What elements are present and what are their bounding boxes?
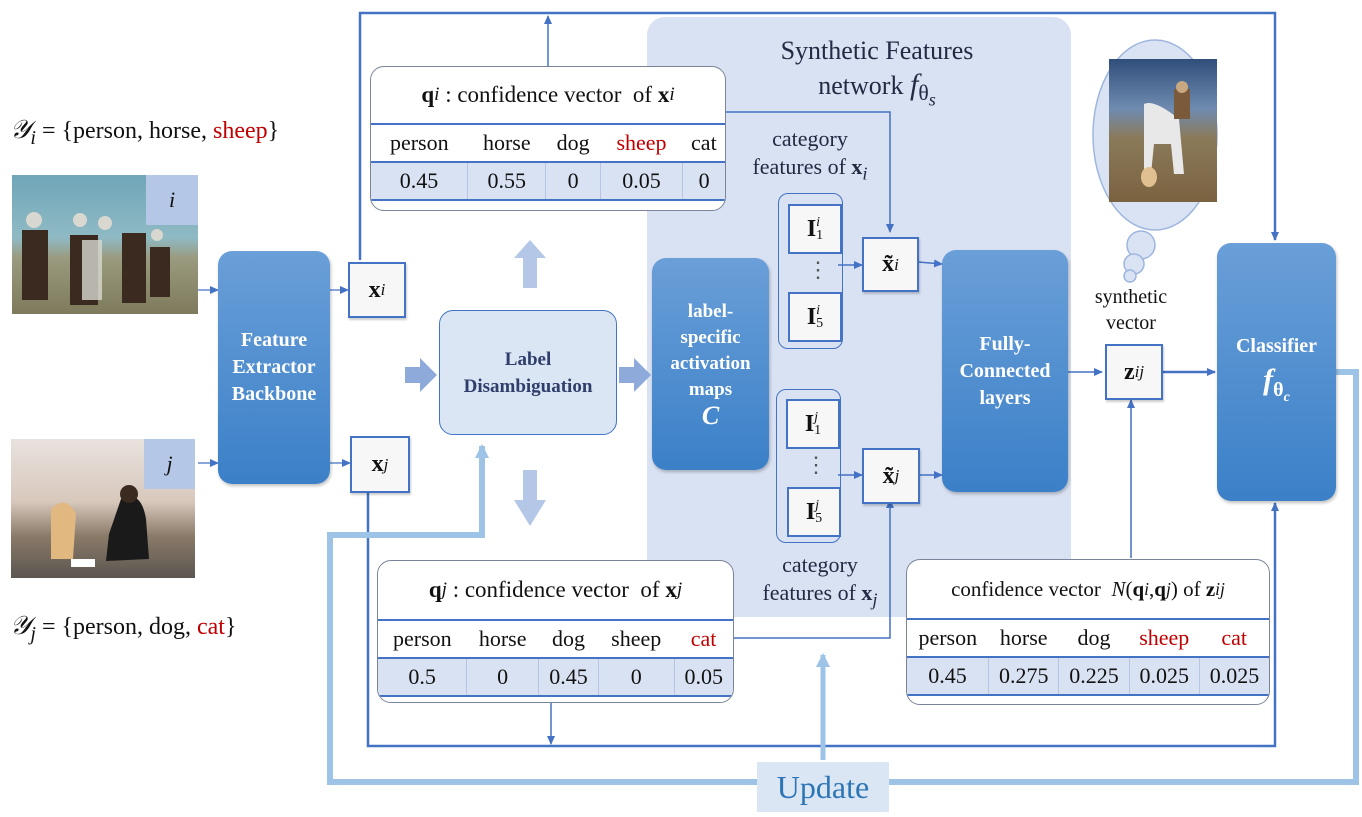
woman-and-dog-photo (51, 485, 149, 567)
vdots-j: ⋮ (805, 452, 827, 478)
image-i: i (12, 175, 198, 314)
update-loop-wire (327, 369, 1359, 785)
classifier-block[interactable]: Classifier fθc (1217, 243, 1336, 501)
zij-value-dog: 0.225 (1058, 656, 1130, 696)
zij-table: person horse dog sheep cat 0.45 0.275 0.… (907, 618, 1269, 696)
vdots-i: ⋮ (807, 257, 829, 283)
zij-value-sheep: 0.025 (1128, 656, 1200, 696)
qi-value-person: 0.45 (371, 161, 468, 201)
zij-value-horse: 0.275 (988, 656, 1059, 696)
qj-value-horse: 0 (466, 657, 539, 697)
qj-value-dog: 0.45 (538, 657, 599, 697)
qi-value-sheep: 0.05 (599, 161, 683, 201)
synthetic-feature-xti[interactable]: x̃i (862, 237, 919, 292)
zij-header-cat: cat (1199, 618, 1269, 657)
synthetic-image (1109, 59, 1217, 202)
zij-header-horse: horse (988, 618, 1059, 657)
rider-horse-dog-photo (1141, 81, 1190, 187)
panel-title-line1: Synthetic Features (780, 36, 974, 65)
qj-header-horse: horse (466, 619, 539, 658)
panel-title: Synthetic Features network fθs (647, 34, 1107, 117)
qj-value-person: 0.5 (378, 657, 467, 697)
zij-header-sheep: sheep (1129, 618, 1200, 657)
qi-value-horse: 0.55 (467, 161, 546, 201)
block-arrows (405, 358, 651, 392)
qi-header-cat: cat (682, 123, 725, 162)
qj-value-sheep: 0 (597, 657, 675, 697)
qi-header-dog: dog (545, 123, 601, 162)
qj-table: person horse dog sheep cat 0.5 0 0.45 0 … (378, 619, 733, 697)
qj-value-cat: 0.05 (673, 657, 733, 697)
zij-value-cat: 0.025 (1198, 656, 1269, 696)
image-j-tag: j (144, 439, 195, 489)
qi-value-cat: 0 (682, 161, 725, 201)
category-features-group-j (776, 389, 841, 543)
riders-on-horses-photo (22, 212, 170, 305)
qi-value-dog: 0 (545, 161, 601, 201)
qj-header-person: person (378, 619, 467, 658)
category-features-xi-label: category features of xi (752, 126, 868, 184)
image-i-tag: i (146, 175, 198, 225)
qi-header-person: person (371, 123, 468, 162)
qi-header-horse: horse (467, 123, 546, 162)
label-set-i: 𝒴i = {person, horse, sheep} (10, 115, 280, 149)
category-features-group-i (778, 193, 843, 349)
qj-header-sheep: sheep (598, 619, 675, 658)
qi-table: person horse dog sheep cat 0.45 0.55 0 0… (371, 123, 725, 201)
qj-header-dog: dog (538, 619, 599, 658)
category-features-xj-label: category features of xj (762, 552, 878, 610)
qi-header-sheep: sheep (600, 123, 683, 162)
zij-header-person: person (907, 618, 989, 657)
qj-header-cat: cat (674, 619, 733, 658)
top-feedback-wire (358, 11, 1279, 260)
synthetic-feature-xtj[interactable]: x̃j (862, 448, 920, 504)
label-set-j: 𝒴j = {person, dog, cat} (10, 611, 237, 645)
image-j: j (11, 439, 195, 578)
panel-title-line2: network fθs (818, 68, 936, 110)
input-wires (198, 286, 351, 467)
zij-header-dog: dog (1058, 618, 1130, 657)
zij-value-person: 0.45 (907, 656, 989, 696)
update-label: Update (757, 762, 889, 812)
